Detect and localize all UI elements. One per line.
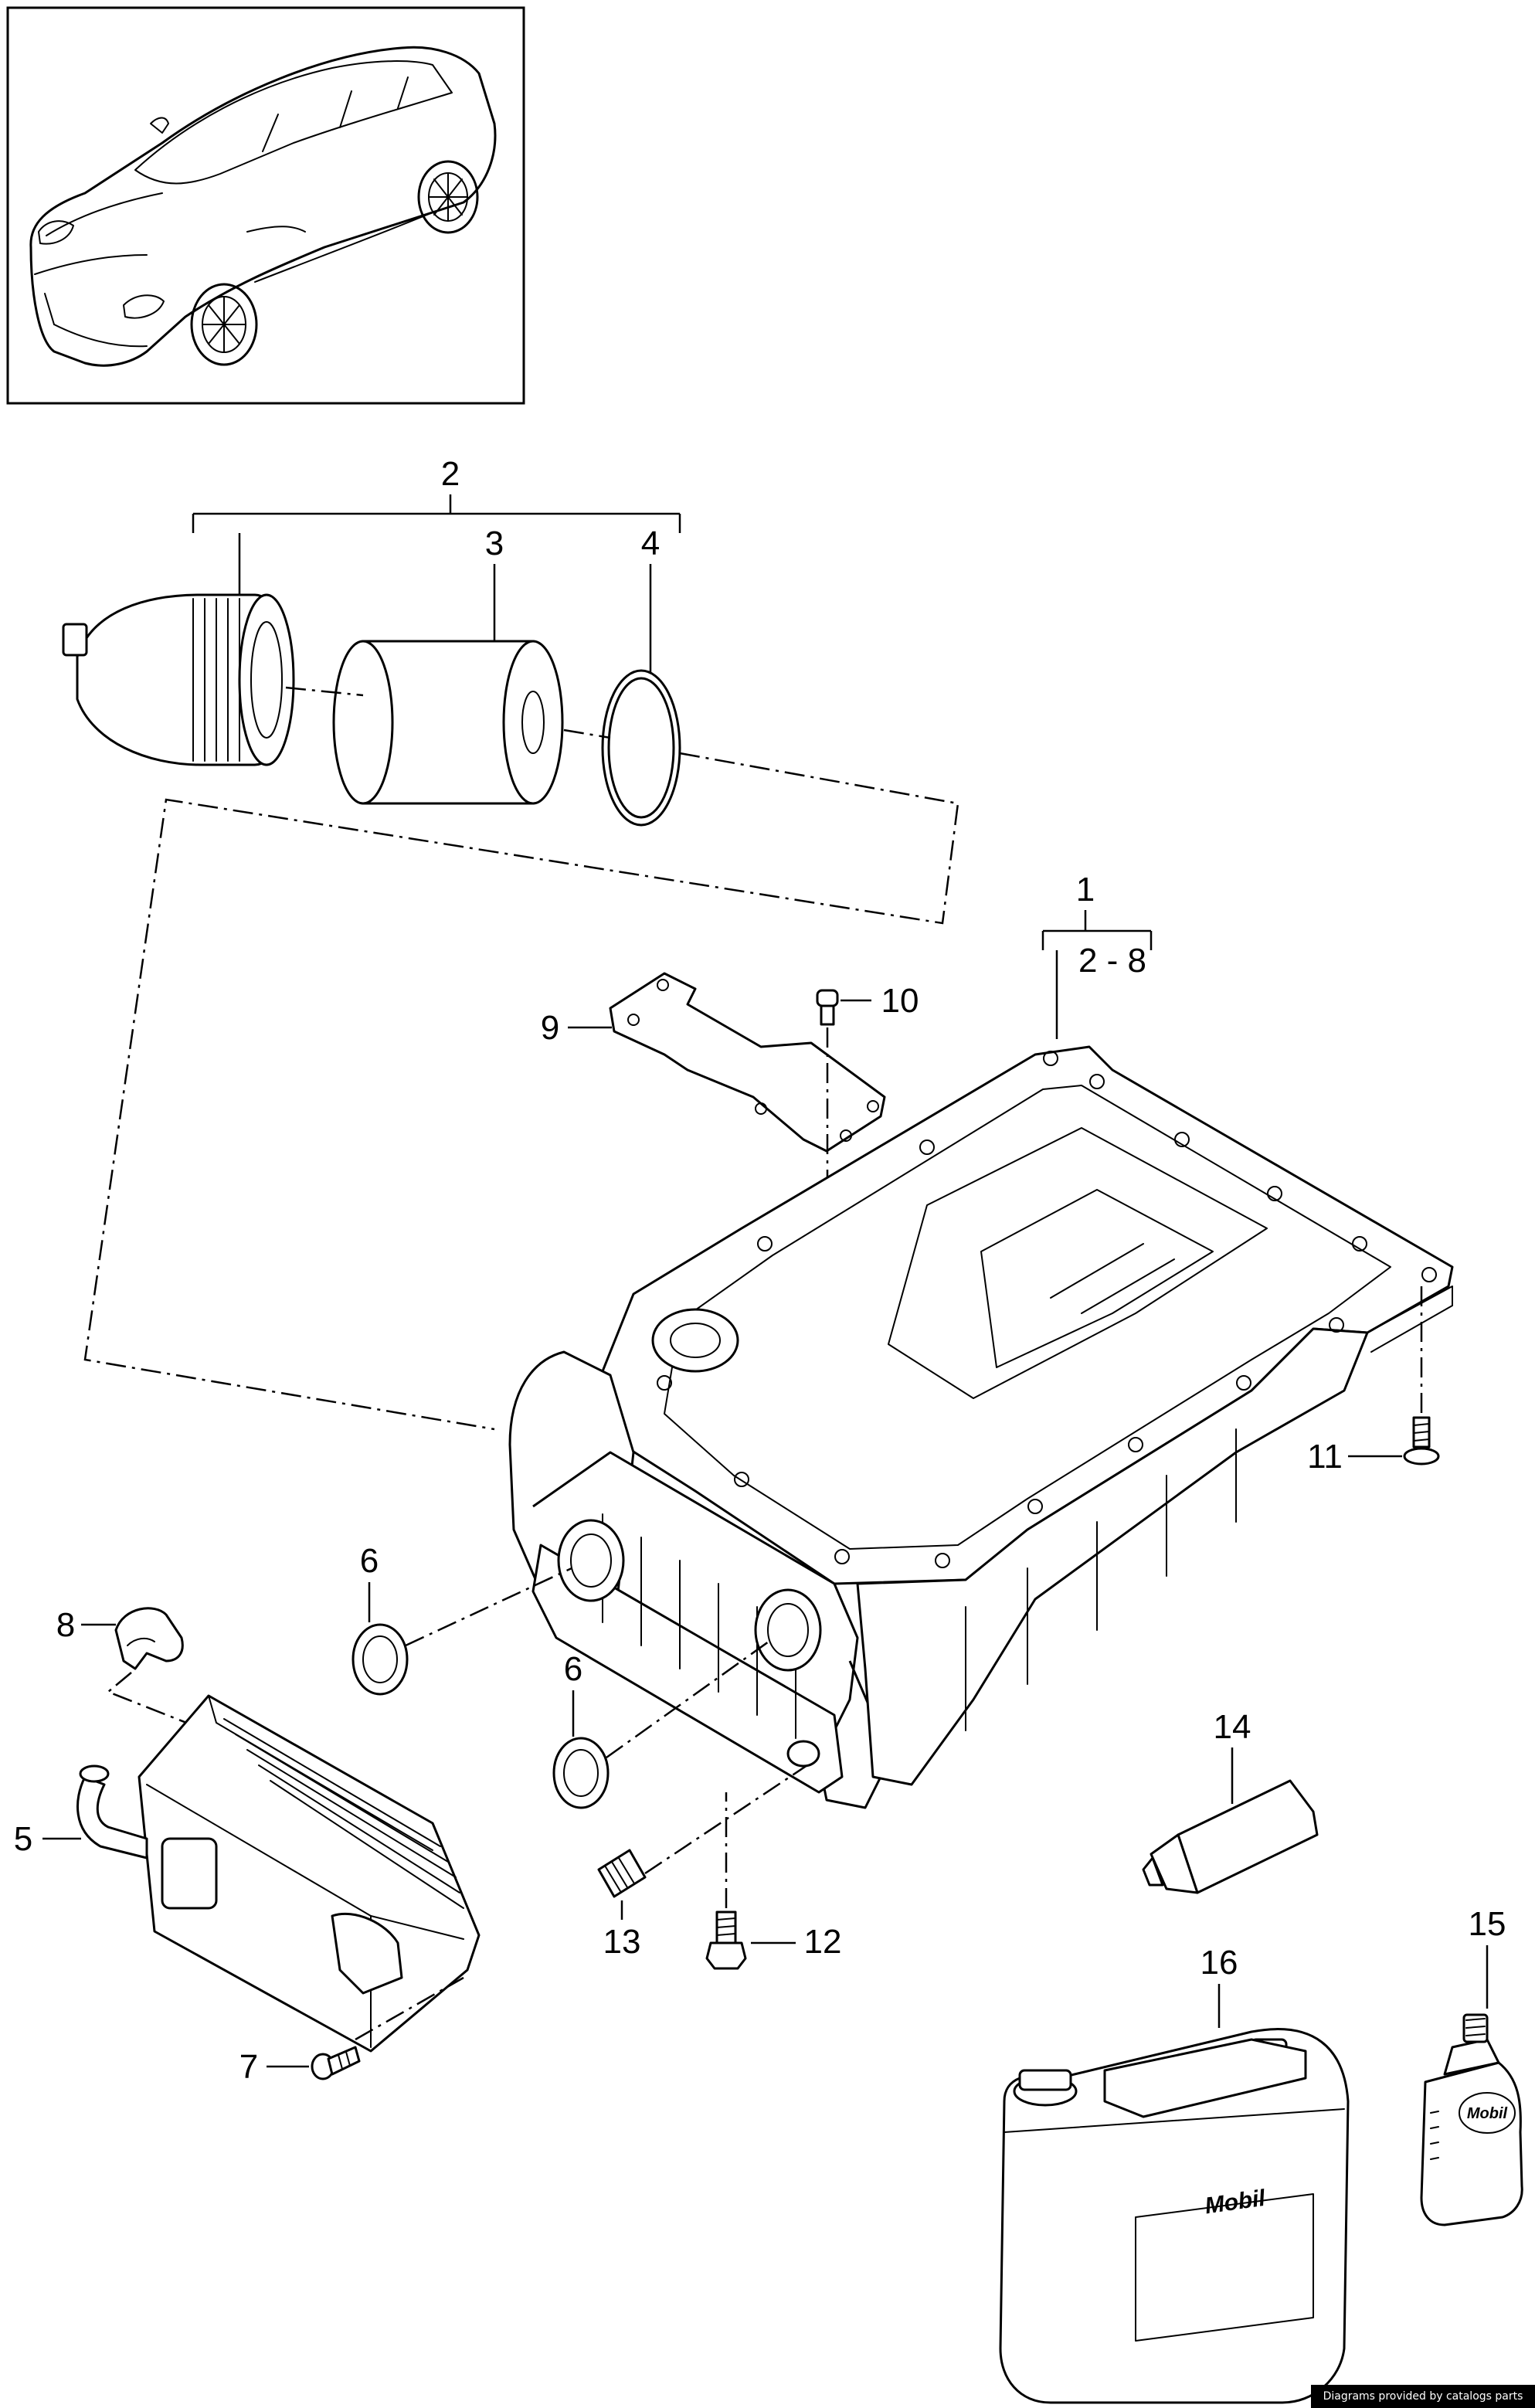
callout-8[interactable]: 8 [56, 1606, 75, 1644]
oil-filter-housing[interactable] [62, 593, 295, 766]
vehicle-thumbnail[interactable] [6, 6, 525, 405]
oil-pan[interactable] [508, 1045, 1454, 1809]
seal-ring-6b[interactable]: 6 [552, 1640, 769, 1809]
oil-filter-element[interactable] [332, 640, 564, 805]
callout-11[interactable]: 11 [1307, 1438, 1343, 1476]
group-bracket-1: 1 2 - 8 [1041, 871, 1153, 1039]
callout-13[interactable]: 13 [603, 1923, 641, 1961]
callout-5[interactable]: 5 [14, 1820, 32, 1858]
o-ring-seal[interactable] [601, 669, 681, 827]
callout-1-range: 2 - 8 [1078, 942, 1146, 980]
callout-6a[interactable]: 6 [360, 1542, 379, 1580]
oil-bottle[interactable]: Mobil 15 [1420, 1905, 1523, 2226]
callout-7[interactable]: 7 [239, 2048, 258, 2086]
gasket-plate[interactable]: 9 [541, 972, 886, 1153]
bottle-brand: Mobil [1467, 2105, 1508, 2122]
screw-7[interactable]: 7 [239, 1976, 464, 2086]
sealant-tube[interactable]: 14 [1142, 1708, 1319, 1894]
callout-14[interactable]: 14 [1214, 1708, 1251, 1746]
oil-jerrycan[interactable]: Mobil 16 [999, 1944, 1350, 2404]
callout-16[interactable]: 16 [1200, 1944, 1238, 1982]
callout-9[interactable]: 9 [541, 1009, 559, 1047]
callout-2[interactable]: 2 [441, 455, 460, 493]
oil-cooler[interactable]: 5 [14, 1694, 481, 2053]
drain-plug-12[interactable]: 12 [705, 1792, 842, 1970]
group-bracket-2: 2 3 4 [192, 455, 681, 672]
car-icon [29, 46, 497, 367]
credit-footer: Diagrams provided by catalogs parts [1311, 2385, 1535, 2408]
stud-13[interactable]: 13 [597, 1764, 808, 1961]
seal-ring-6a[interactable]: 6 [351, 1542, 572, 1696]
callout-15[interactable]: 15 [1469, 1905, 1506, 1943]
callout-12[interactable]: 12 [804, 1923, 842, 1961]
callout-4[interactable]: 4 [641, 525, 660, 562]
callout-10[interactable]: 10 [881, 982, 919, 1020]
callout-1[interactable]: 1 [1076, 871, 1095, 909]
callout-3[interactable]: 3 [485, 525, 504, 562]
callout-6b[interactable]: 6 [564, 1650, 582, 1688]
screw-11[interactable]: 11 [1307, 1286, 1440, 1476]
